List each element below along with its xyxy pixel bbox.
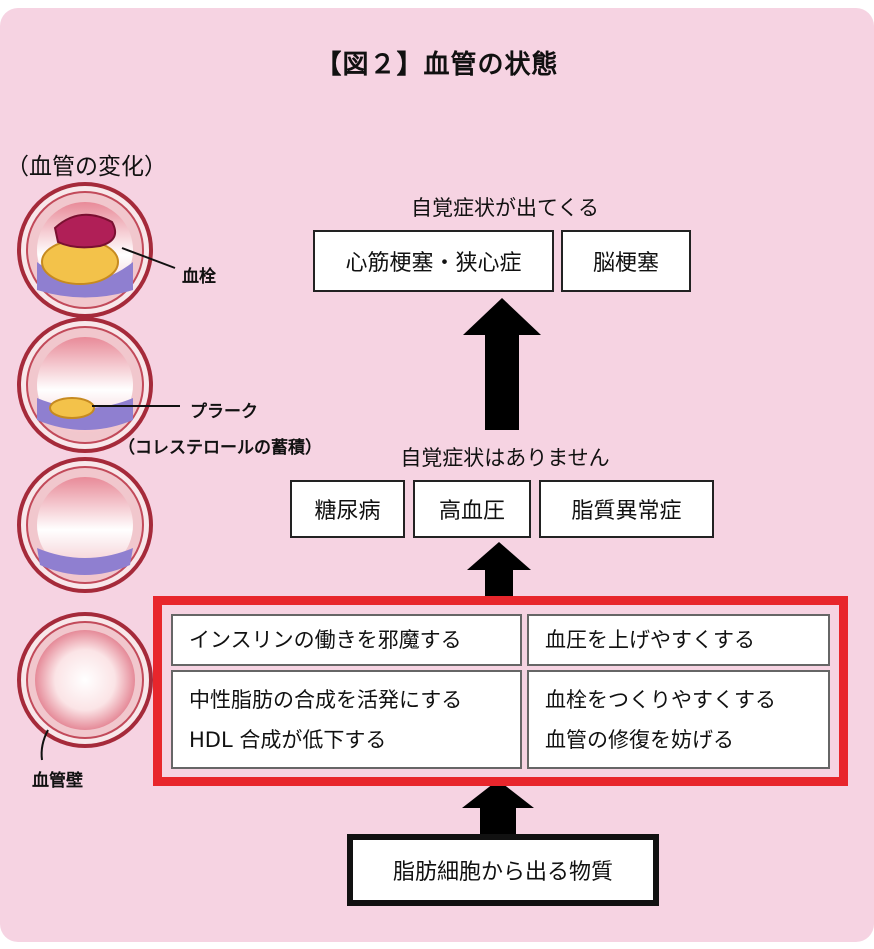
- vessel-thrombus: [17, 182, 176, 318]
- box-diabetes: 糖尿病: [290, 480, 405, 538]
- vessel-plaque: [17, 317, 180, 453]
- effect-insulin-text: インスリンの働きを邪魔する: [189, 628, 462, 652]
- top-status: 自覚症状が出てくる: [411, 196, 599, 220]
- label-plaque-note: （コレステロールの蓄積）: [118, 438, 322, 458]
- effect-triglyceride-text: 中性脂肪の合成を活発にする: [189, 687, 463, 712]
- vessel-healthy: [17, 612, 153, 761]
- box-heart-disease: 心筋梗塞・狭心症: [313, 230, 554, 292]
- label-plaque: プラーク: [190, 402, 258, 422]
- box-hypertension: 高血圧: [413, 480, 531, 538]
- effect-hdl-text: HDL 合成が低下する: [189, 727, 387, 752]
- arrow-diseases-to-events: [463, 298, 541, 430]
- vessel-early: [17, 457, 153, 593]
- effect-blood-pressure-text: 血圧を上げやすくする: [545, 628, 755, 652]
- effect-insulin: インスリンの働きを邪魔する: [171, 614, 522, 666]
- source-box: 脂肪細胞から出る物質: [347, 834, 659, 906]
- effect-blood-pressure: 血圧を上げやすくする: [527, 614, 830, 666]
- arrow-effects-to-diseases: [467, 542, 531, 598]
- effect-vessels: 血栓をつくりやすくする 血管の修復を妨げる: [527, 670, 830, 769]
- effect-thrombus-text: 血栓をつくりやすくする: [545, 687, 776, 712]
- box-dyslipidemia: 脂質異常症: [539, 480, 714, 538]
- figure-title: 【図２】血管の状態: [315, 50, 559, 80]
- middle-status: 自覚症状はありません: [400, 446, 610, 470]
- vessel-caption: （血管の変化）: [6, 154, 167, 180]
- effect-lipids: 中性脂肪の合成を活発にする HDL 合成が低下する: [171, 670, 522, 769]
- label-thrombus: 血栓: [182, 267, 216, 287]
- label-vessel-wall: 血管壁: [32, 771, 83, 791]
- figure-panel: [0, 8, 874, 942]
- box-stroke: 脳梗塞: [561, 230, 691, 292]
- arrow-source-to-effects: [462, 780, 534, 836]
- effect-repair-text: 血管の修復を妨げる: [545, 727, 734, 752]
